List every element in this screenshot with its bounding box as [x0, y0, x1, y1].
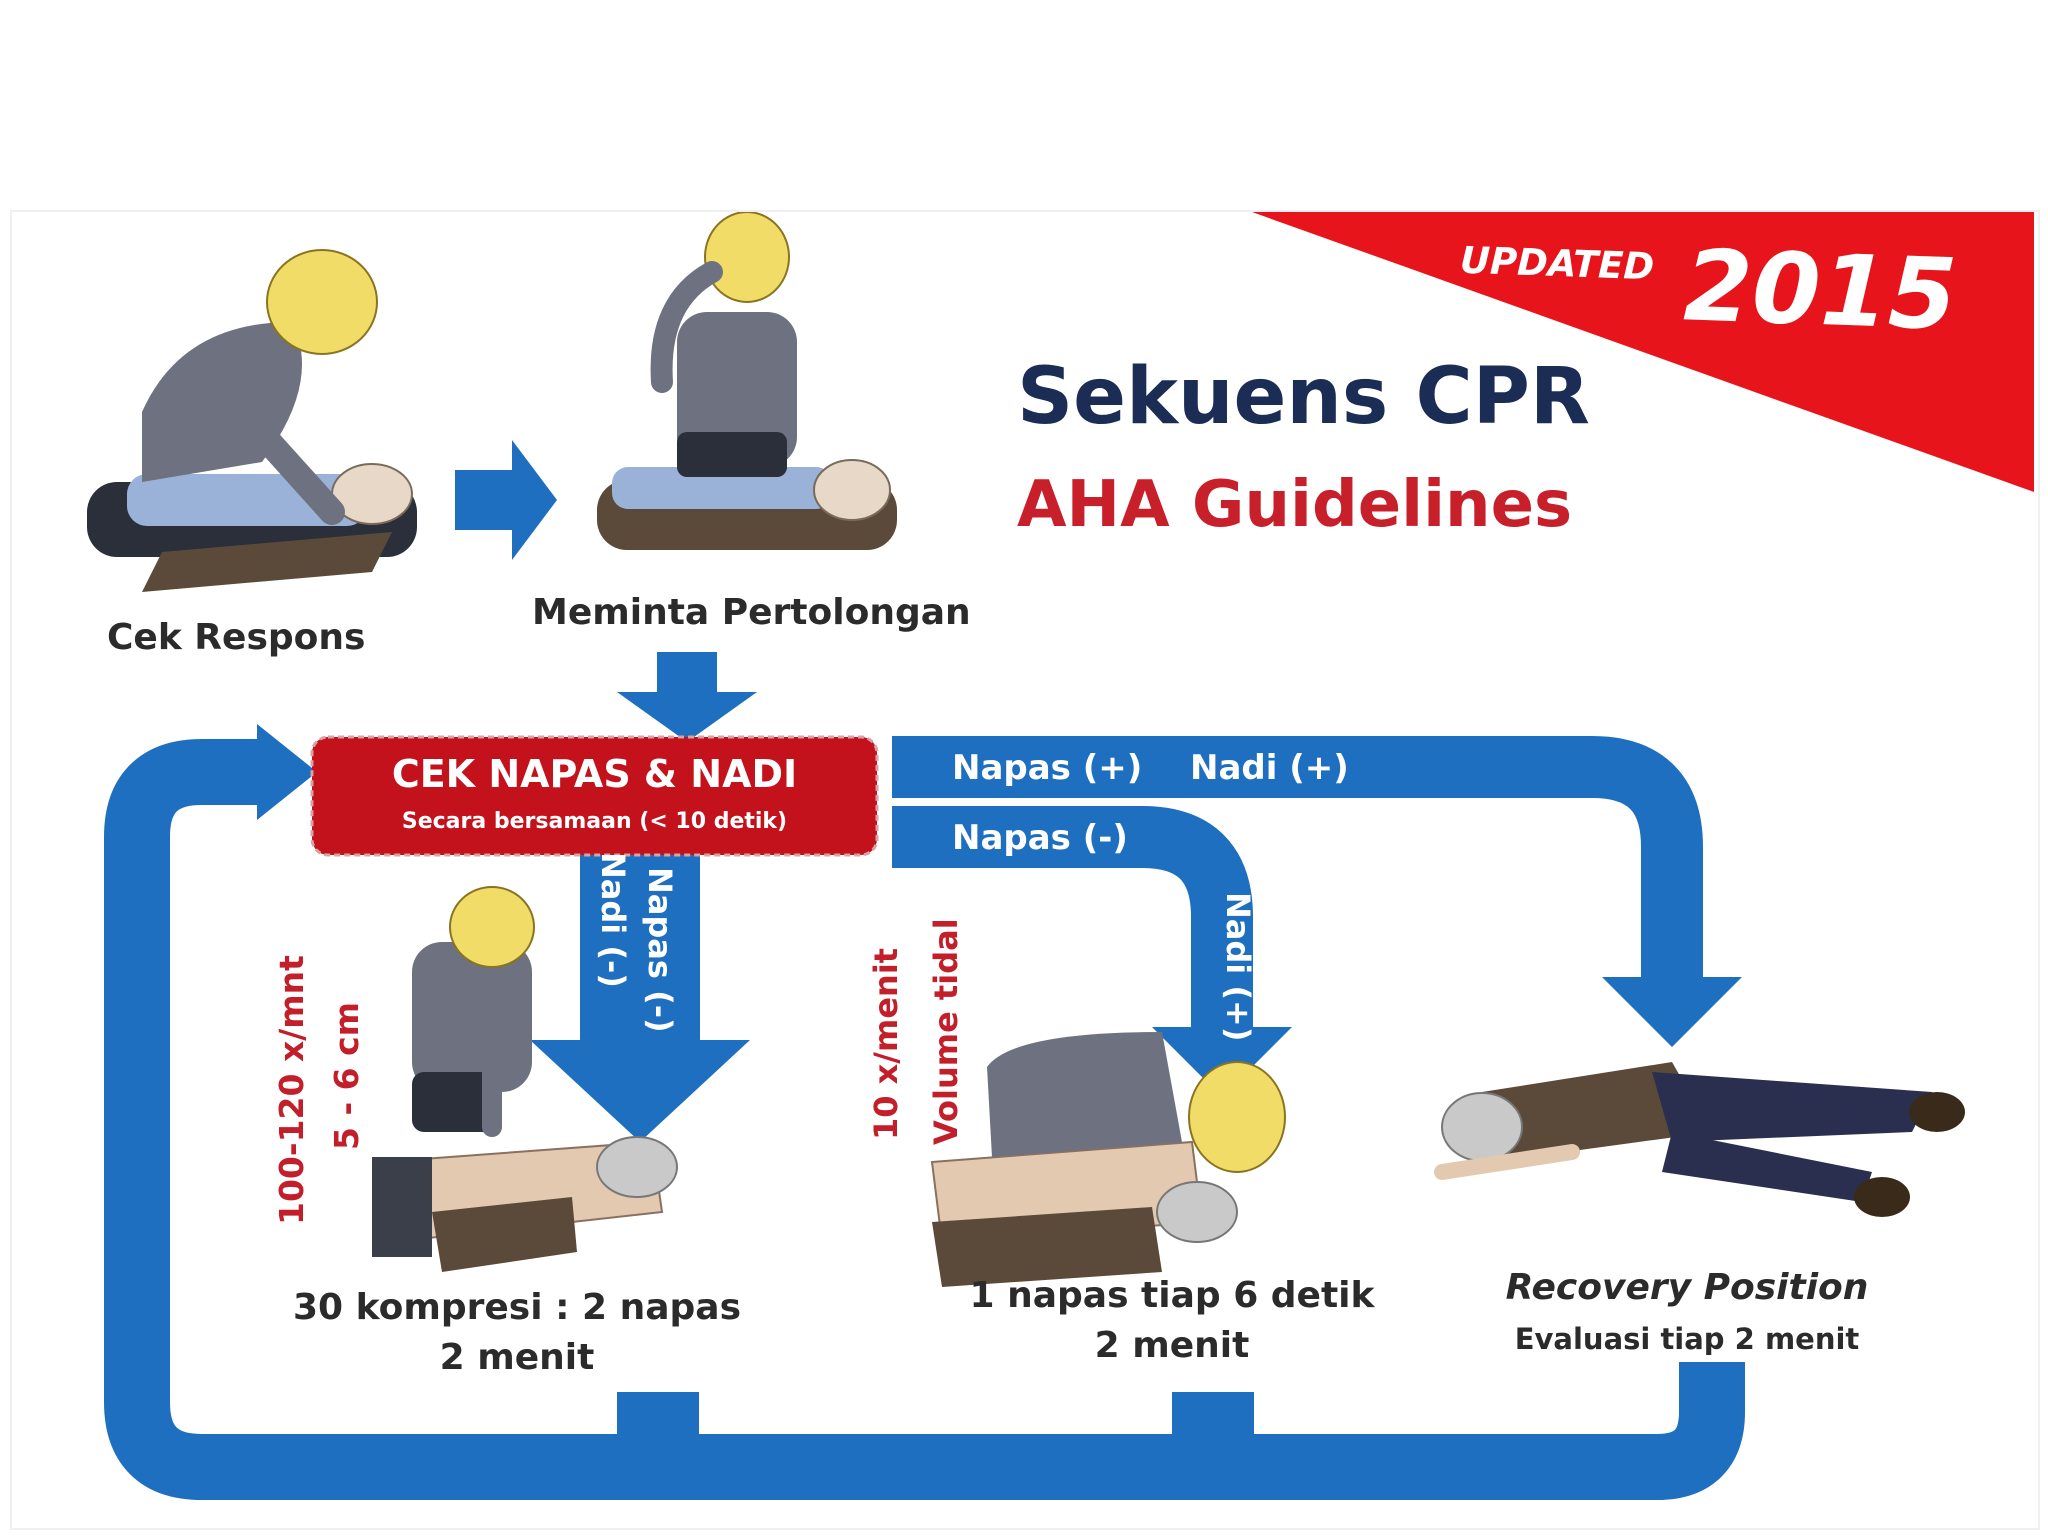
cpr-compression-icon — [372, 886, 678, 1272]
banner-year: 2015 — [1682, 229, 1959, 353]
top-down-arrowhead — [617, 692, 757, 742]
branch-pulse-positive: Nadi (+) — [1190, 748, 1349, 788]
branch-breath-negative: Napas (-) — [952, 818, 1128, 858]
compression-rate-annotation: 100-120 x/mnt — [272, 955, 311, 1225]
rescue-breathing-caption-line2: 2 menit — [1094, 1325, 1250, 1366]
top-right-arrow-shaft — [455, 470, 515, 530]
branch-pulse-negative-vertical: Nadi (-) — [594, 852, 632, 988]
banner-updated-label: UPDATED — [1459, 238, 1655, 289]
branch-pulse-positive-vertical: Nadi (+) — [1219, 892, 1257, 1042]
check-box-subtitle: Secara bersamaan (< 10 detik) — [401, 809, 788, 834]
page-title: Sekuens CPR — [1017, 352, 1590, 442]
cpr-sequence-poster: UPDATED 2015 Sekuens CPR AHA Guidelines … — [10, 210, 2040, 1530]
breathing-volume-annotation: Volume tidal — [927, 918, 965, 1145]
top-right-arrowhead — [512, 440, 557, 560]
step-check-response-label: Cek Respons — [107, 617, 366, 658]
page-subtitle: AHA Guidelines — [1017, 468, 1573, 542]
compression-branch-shaft — [580, 852, 700, 1042]
compressions-caption-line2: 2 menit — [439, 1337, 595, 1378]
return-loop-arrowhead — [257, 724, 317, 820]
recovery-branch-arrowhead — [1602, 977, 1742, 1047]
rescue-breath-branch-arrowhead — [1152, 1027, 1292, 1097]
rescue-breath-icon — [930, 1032, 1286, 1287]
recovery-position-icon — [1434, 1062, 1965, 1217]
branch-breath-positive: Napas (+) — [952, 748, 1143, 788]
recovery-branch-arrow — [892, 736, 1703, 982]
breathing-rate-annotation: 10 x/menit — [867, 947, 905, 1140]
compressions-caption-line1: 30 kompresi : 2 napas — [292, 1287, 741, 1328]
check-box-title: CEK NAPAS & NADI — [391, 752, 798, 796]
compression-exit-stub — [617, 1392, 699, 1452]
check-breath-pulse-box — [310, 735, 879, 857]
rescuer-checking-icon — [87, 249, 417, 592]
rescue-breath-branch-arrow — [892, 806, 1253, 1032]
updated-banner — [1252, 212, 2034, 492]
rescuer-phone-icon — [597, 212, 897, 550]
rescue-breathing-caption-line1: 1 napas tiap 6 detik — [969, 1275, 1375, 1316]
branch-breath-negative-vertical: Napas (-) — [641, 867, 679, 1033]
return-loop-arrow — [104, 739, 1745, 1500]
compression-branch-arrowhead — [530, 1040, 750, 1142]
compression-depth-annotation: 5 - 6 cm — [327, 1001, 366, 1150]
top-down-arrow-shaft — [657, 652, 717, 697]
breathing-exit-stub — [1172, 1392, 1254, 1452]
recovery-position-title: Recovery Position — [1505, 1267, 1869, 1308]
step-call-help-label: Meminta Pertolongan — [532, 592, 971, 633]
flow-diagram — [87, 212, 2034, 1500]
recovery-position-subtitle: Evaluasi tiap 2 menit — [1514, 1322, 1860, 1356]
